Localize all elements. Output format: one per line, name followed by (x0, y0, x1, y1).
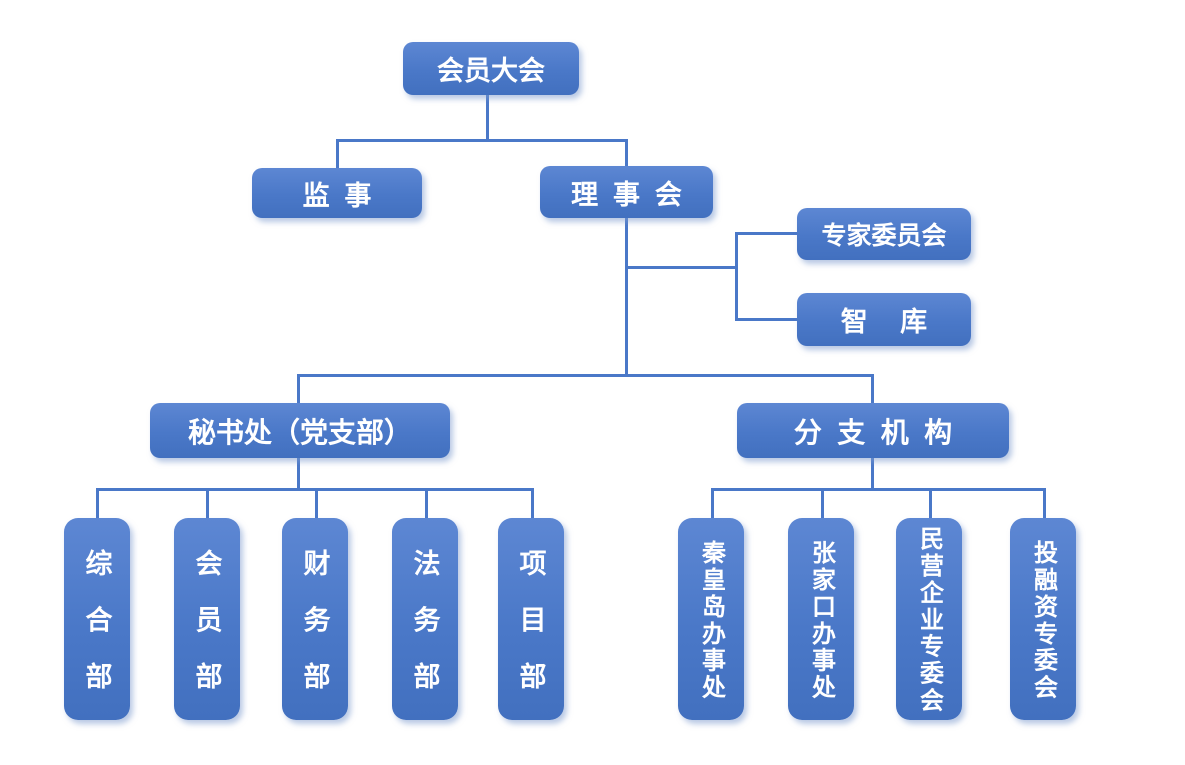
node-dept-legal: 法务部 (392, 518, 458, 720)
node-members-assembly-label: 会员大会 (437, 56, 545, 86)
connector-branchgroup-down (871, 457, 874, 490)
connector-dept-drop-2 (206, 488, 209, 519)
connector-advisory-stub (626, 266, 737, 269)
node-think-tank: 智库 (797, 293, 971, 346)
node-branch-zhangjiakou: 张家口办事处 (788, 518, 854, 720)
node-branch-private-enterprise: 民营企业专委会 (896, 518, 962, 720)
node-expert-committee: 专家委员会 (797, 208, 971, 260)
connector-council-drop (625, 139, 628, 167)
connector-root-down (486, 94, 489, 141)
connector-secretariat-down (297, 457, 300, 490)
connector-advisory-bracket (735, 232, 738, 321)
connector-branch-drop-3 (929, 488, 932, 519)
connector-branch-drop-1 (711, 488, 714, 519)
node-branch-private-enterprise-label: 民营企业专委会 (915, 526, 942, 715)
node-secretariat: 秘书处（党支部） (150, 403, 450, 458)
node-dept-finance: 财务部 (282, 518, 348, 720)
node-dept-project: 项目部 (498, 518, 564, 720)
node-think-tank-label: 智库 (840, 307, 960, 337)
node-branch-zhangjiakou-label: 张家口办事处 (807, 539, 834, 702)
node-dept-project-label: 项目部 (515, 548, 546, 719)
node-dept-legal-label: 法务部 (409, 548, 440, 719)
node-branch-investment-financing-label: 投融资专委会 (1029, 539, 1056, 702)
connector-branchgroup-drop (871, 374, 874, 404)
connector-branch-drop-4 (1043, 488, 1046, 519)
connector-branch-bar (711, 488, 1045, 491)
node-supervisor: 监事 (252, 168, 422, 218)
connector-expert-stub (736, 232, 798, 235)
node-branch-qinhuangdao: 秦皇岛办事处 (678, 518, 744, 720)
node-branch-investment-financing: 投融资专委会 (1010, 518, 1076, 720)
connector-level2-bar (336, 139, 628, 142)
connector-branch-drop-2 (821, 488, 824, 519)
connector-supervisor-drop (336, 139, 339, 169)
node-members-assembly: 会员大会 (403, 42, 579, 95)
connector-dept-drop-3 (315, 488, 318, 519)
node-dept-finance-label: 财务部 (299, 548, 330, 719)
connector-dept-drop-1 (96, 488, 99, 519)
node-supervisor-label: 监事 (302, 180, 387, 211)
node-dept-membership-label: 会员部 (191, 548, 222, 719)
node-council: 理事会 (540, 166, 713, 218)
connector-dept-drop-4 (425, 488, 428, 519)
node-branch-organizations-label: 分支机构 (793, 417, 968, 449)
node-secretariat-label: 秘书处（党支部） (187, 417, 412, 449)
connector-secretariat-drop (297, 374, 300, 404)
connector-thinktank-stub (736, 318, 798, 321)
connector-level3-bar (297, 374, 874, 377)
node-dept-general-label: 综合部 (81, 548, 112, 719)
node-expert-committee-label: 专家委员会 (821, 223, 947, 250)
node-branch-organizations: 分支机构 (737, 403, 1009, 458)
node-dept-membership: 会员部 (174, 518, 240, 720)
connector-council-down (625, 217, 628, 377)
connector-dept-drop-5 (531, 488, 534, 519)
node-branch-qinhuangdao-label: 秦皇岛办事处 (697, 539, 724, 702)
node-dept-general: 综合部 (64, 518, 130, 720)
node-council-label: 理事会 (571, 179, 697, 210)
